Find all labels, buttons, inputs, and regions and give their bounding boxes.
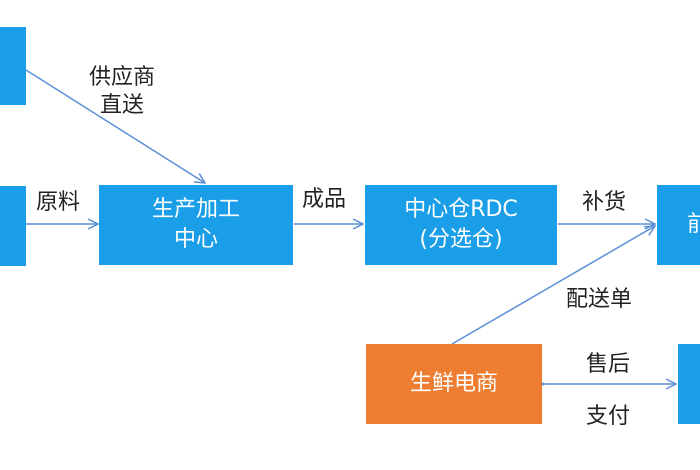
label-supplier-direct: 供应商 直送 xyxy=(80,64,164,120)
label-supplier-direct-line2: 直送 xyxy=(99,93,144,118)
raw-source-box-partial xyxy=(0,186,26,266)
label-delivery-order: 配送单 xyxy=(566,287,633,312)
label-finished-product: 成品 xyxy=(302,187,347,212)
label-payment: 支付 xyxy=(586,404,631,429)
label-raw-material: 原料 xyxy=(36,190,81,215)
production-center-line1: 生产加工 xyxy=(151,197,240,222)
production-center-box: 生产加工 中心 xyxy=(99,185,293,265)
supplier-box-partial xyxy=(0,27,26,105)
central-warehouse-line2: (分选仓) xyxy=(419,227,503,252)
customer-box-partial xyxy=(678,344,700,424)
fresh-ecommerce-label: 生鲜电商 xyxy=(409,371,498,396)
central-warehouse-box: 中心仓RDC (分选仓) xyxy=(365,185,557,265)
label-after-sales: 售后 xyxy=(586,352,631,377)
arrow-ecommerce-to-front-warehouse xyxy=(451,226,655,345)
production-center-line2: 中心 xyxy=(173,227,218,252)
front-warehouse-box-partial: 前 xyxy=(657,185,700,265)
fresh-ecommerce-box: 生鲜电商 xyxy=(366,344,542,424)
arrow-supplier-to-production xyxy=(25,69,205,183)
label-supplier-direct-line1: 供应商 xyxy=(88,65,155,90)
front-warehouse-label: 前 xyxy=(687,212,700,237)
central-warehouse-line1: 中心仓RDC xyxy=(404,197,518,222)
label-replenishment: 补货 xyxy=(582,190,627,215)
